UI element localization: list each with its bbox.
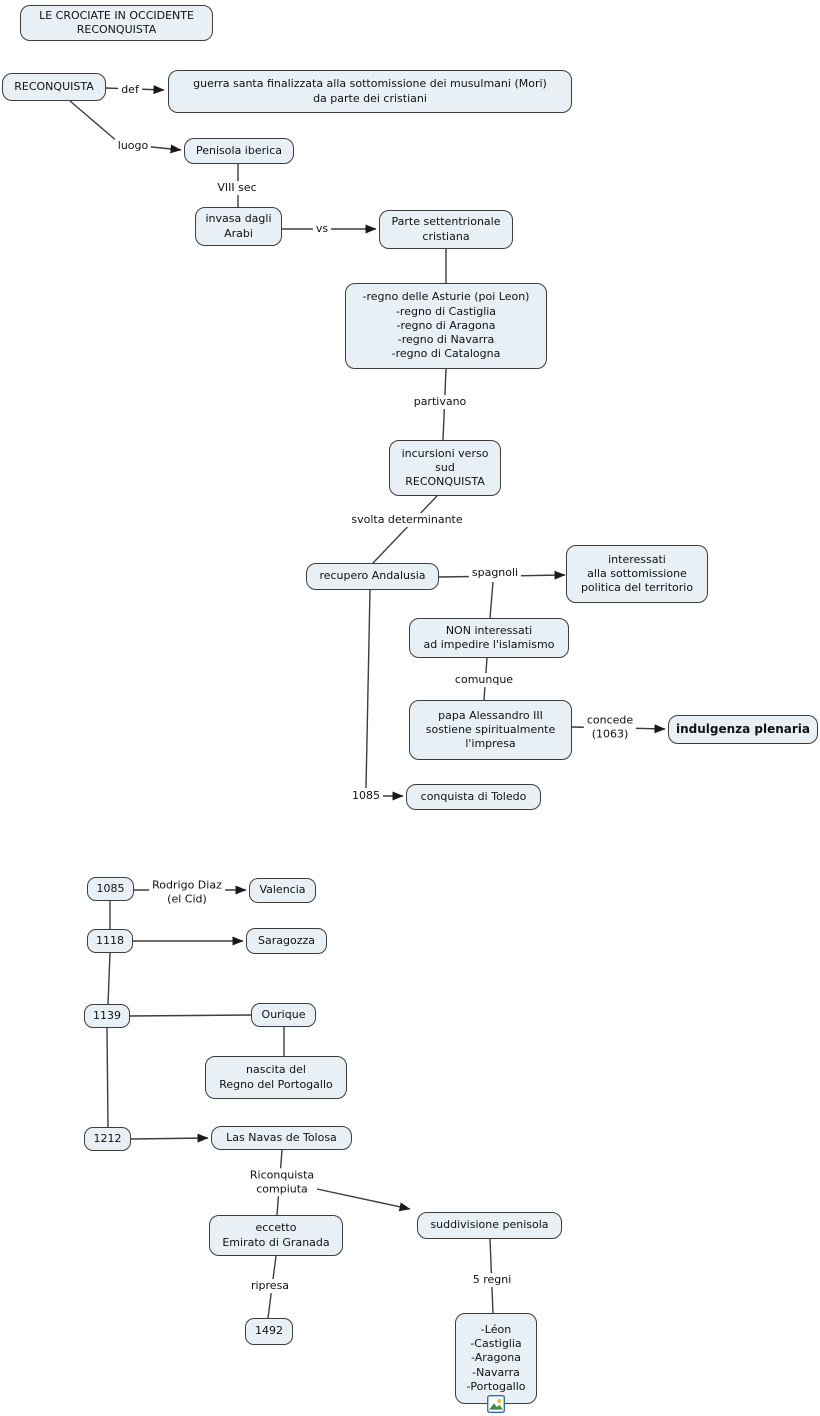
node-conquista-toledo[interactable]: conquista di Toledo bbox=[406, 784, 541, 810]
node-definizione[interactable]: guerra santa finalizzata alla sottomissi… bbox=[168, 70, 572, 113]
label-anno-1085[interactable]: 1085 bbox=[349, 789, 383, 803]
node-penisola-iberica[interactable]: Penisola iberica bbox=[184, 138, 294, 164]
edge-compiuta-suddivisione bbox=[316, 1188, 411, 1212]
node-saragozza[interactable]: Saragozza bbox=[246, 928, 327, 954]
cinque-regni-list: -Léon -Castiglia -Aragona -Navarra -Port… bbox=[466, 1322, 526, 1393]
edge-spagnoli-noninteressati bbox=[489, 581, 494, 619]
node-interessati[interactable]: interessati alla sottomissione politica … bbox=[566, 545, 708, 603]
node-valencia[interactable]: Valencia bbox=[249, 878, 316, 903]
edge-recupero-1085 bbox=[365, 589, 371, 789]
edge-1139-1212 bbox=[106, 1027, 109, 1128]
label-riconquista-compiuta[interactable]: Riconquista compiuta bbox=[246, 1168, 318, 1196]
node-regno-portogallo[interactable]: nascita del Regno del Portogallo bbox=[205, 1056, 347, 1099]
label-5-regni[interactable]: 5 regni bbox=[469, 1273, 515, 1287]
node-regni-nord[interactable]: -regno delle Asturie (poi Leon) -regno d… bbox=[345, 283, 547, 369]
node-reconquista[interactable]: RECONQUISTA bbox=[2, 73, 106, 101]
label-viii-sec[interactable]: VIII sec bbox=[214, 181, 260, 195]
node-las-navas[interactable]: Las Navas de Tolosa bbox=[211, 1126, 352, 1150]
label-comunque[interactable]: comunque bbox=[451, 673, 517, 687]
node-invasa-arabi[interactable]: invasa dagli Arabi bbox=[195, 207, 282, 246]
label-vs[interactable]: vs bbox=[312, 222, 332, 236]
node-indulgenza-plenaria[interactable]: indulgenza plenaria bbox=[668, 715, 818, 744]
edge-incursioni-recupero bbox=[372, 495, 438, 564]
node-anno-1118[interactable]: 1118 bbox=[87, 929, 133, 953]
label-ripresa[interactable]: ripresa bbox=[247, 1279, 293, 1293]
node-suddivisione-penisola[interactable]: suddivisione penisola bbox=[417, 1212, 562, 1239]
node-anno-1085[interactable]: 1085 bbox=[87, 877, 134, 901]
label-luogo[interactable]: luogo bbox=[114, 139, 152, 153]
node-eccetto-granada[interactable]: eccetto Emirato di Granada bbox=[209, 1215, 343, 1256]
edge-1139-ourique bbox=[129, 1014, 252, 1017]
node-ourique[interactable]: Ourique bbox=[251, 1003, 316, 1027]
node-recupero-andalusia[interactable]: recupero Andalusia bbox=[306, 563, 439, 590]
node-anno-1492[interactable]: 1492 bbox=[245, 1318, 293, 1345]
label-spagnoli[interactable]: spagnoli bbox=[468, 566, 522, 580]
node-parte-settentrionale[interactable]: Parte settentrionale cristiana bbox=[379, 210, 513, 249]
node-papa-alessandro[interactable]: papa Alessandro III sostiene spiritualme… bbox=[409, 700, 572, 760]
node-anno-1212[interactable]: 1212 bbox=[84, 1127, 131, 1151]
label-concede-1063[interactable]: concede (1063) bbox=[583, 713, 637, 741]
label-partivano[interactable]: partivano bbox=[410, 395, 470, 409]
edge-1118-1139 bbox=[107, 952, 111, 1005]
node-title[interactable]: LE CROCIATE IN OCCIDENTE RECONQUISTA bbox=[20, 5, 213, 41]
edge-1212-lasnavas bbox=[130, 1133, 209, 1143]
image-icon[interactable] bbox=[487, 1395, 505, 1413]
label-svolta-determinante[interactable]: svolta determinante bbox=[348, 513, 466, 527]
label-def[interactable]: def bbox=[118, 83, 142, 97]
node-anno-1139[interactable]: 1139 bbox=[84, 1004, 130, 1028]
node-non-interessati[interactable]: NON interessati ad impedire l'islamismo bbox=[409, 618, 569, 658]
label-rodrigo-diaz[interactable]: Rodrigo Diaz (el Cid) bbox=[149, 878, 225, 906]
node-cinque-regni[interactable]: -Léon -Castiglia -Aragona -Navarra -Port… bbox=[455, 1313, 537, 1413]
node-incursioni[interactable]: incursioni verso sud RECONQUISTA bbox=[389, 440, 501, 496]
